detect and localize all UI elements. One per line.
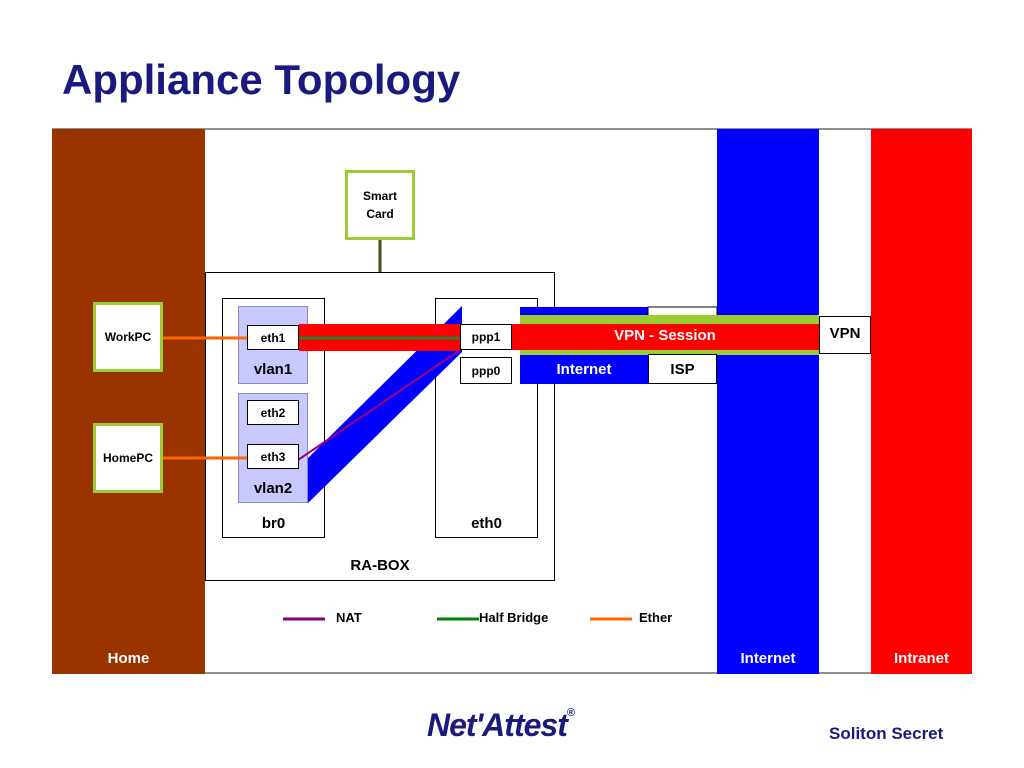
intranet-zone: [871, 129, 972, 674]
vpn-session-label: VPN - Session: [614, 327, 716, 344]
ra-box-label: RA-BOX: [350, 557, 410, 574]
eth2-label: eth2: [260, 405, 286, 420]
home-pc-box: HomePC: [93, 423, 163, 493]
intranet-zone-label: Intranet: [893, 650, 949, 667]
isp-label: ISP: [670, 360, 695, 378]
eth0-label: eth0: [471, 515, 502, 532]
br0-label: br0: [261, 515, 286, 532]
vpn-red-band-right: [512, 324, 819, 350]
ppp0-port: ppp0: [460, 357, 512, 384]
ppp1-port: ppp1: [460, 324, 512, 350]
legend-nat-label: NAT: [336, 610, 362, 625]
work-pc-label: WorkPC: [104, 330, 152, 344]
smart-card-label-line1: Smart: [362, 189, 397, 203]
nat-line: [297, 349, 461, 461]
blue-tunnel: [308, 306, 462, 503]
smart-card-box: Smart Card: [345, 170, 415, 240]
eth2-port: eth2: [247, 400, 299, 425]
net-attest-logo: Net'Attest®: [427, 707, 575, 744]
legend-half-bridge-label: Half Bridge: [479, 610, 549, 625]
internet-zone: [717, 129, 819, 674]
internet-link-label: Internet: [556, 361, 612, 378]
classification-label: Soliton Secret: [829, 724, 944, 743]
isp-box: ISP: [648, 354, 717, 384]
vlan2-label: vlan2: [253, 480, 293, 497]
home-zone: [52, 129, 205, 674]
home-zone-label: Home: [107, 650, 150, 667]
smart-card-label-line2: Card: [366, 207, 394, 221]
home-pc-label: HomePC: [102, 451, 153, 465]
eth3-port: eth3: [247, 444, 299, 469]
vpn-label: VPN: [829, 325, 861, 342]
logo-text: Net'Attest: [427, 707, 568, 743]
work-pc-box: WorkPC: [93, 302, 163, 372]
ppp0-label: ppp0: [471, 363, 501, 378]
vpn-box: VPN: [819, 316, 871, 354]
eth1-port: eth1: [247, 325, 299, 350]
page-title: Appliance Topology: [62, 56, 461, 103]
ppp1-label: ppp1: [471, 330, 501, 344]
internet-zone-label: Internet: [740, 650, 796, 667]
vlan1-label: vlan1: [253, 361, 293, 378]
legend-ether-label: Ether: [639, 610, 673, 625]
registered-mark: ®: [566, 707, 575, 719]
eth3-label: eth3: [260, 449, 286, 464]
eth1-label: eth1: [260, 330, 286, 345]
